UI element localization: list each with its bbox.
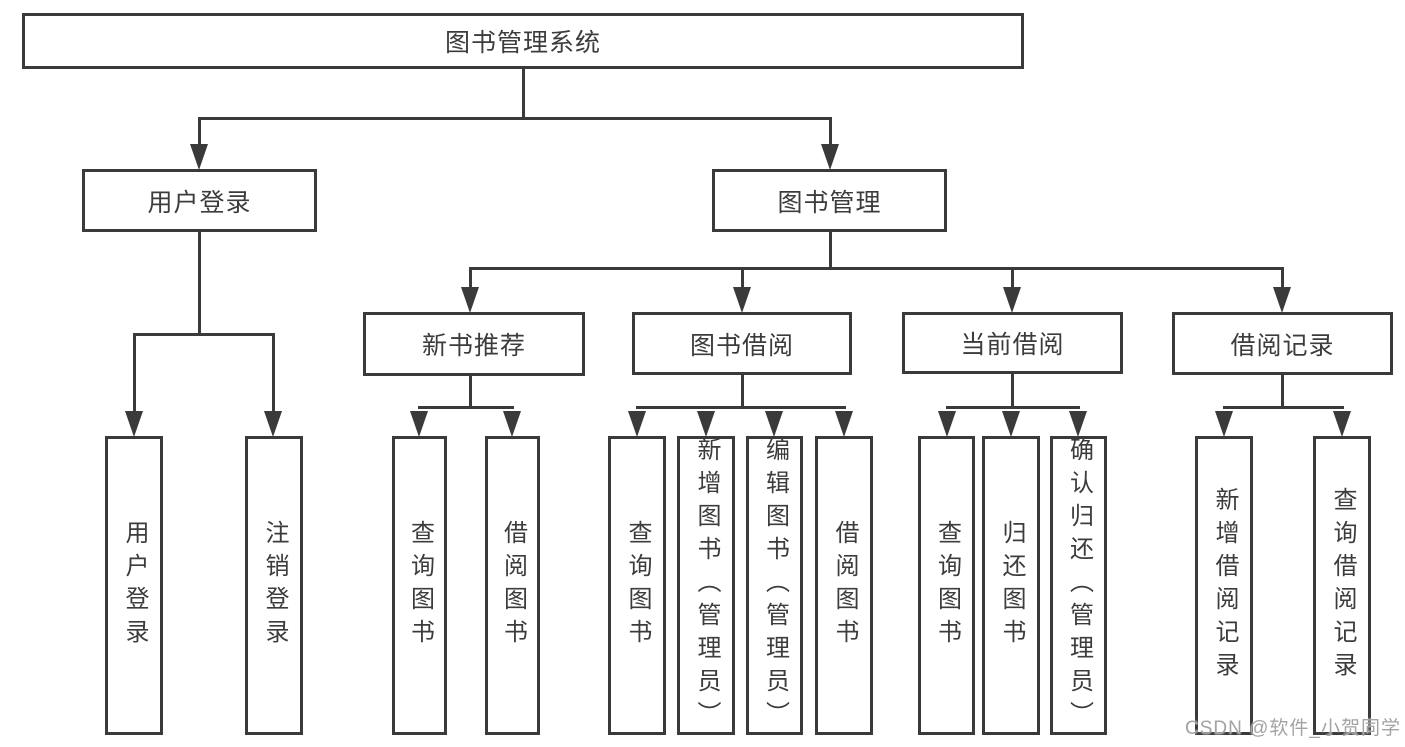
connector-line bbox=[132, 332, 275, 336]
node-borrow-records-label: 借阅记录 bbox=[1230, 331, 1335, 360]
arrowhead-down bbox=[1333, 411, 1351, 437]
connector-line bbox=[1010, 268, 1014, 288]
arrowhead-down bbox=[410, 411, 428, 437]
leaf-cb-confirm-return: 确认归还（管理员） bbox=[1050, 436, 1107, 735]
arrowhead-down bbox=[938, 411, 956, 437]
connector-line bbox=[1010, 374, 1014, 409]
leaf-user-login-label: 用户登录 bbox=[121, 519, 148, 652]
arrowhead-down bbox=[1002, 411, 1020, 437]
arrowhead-down bbox=[765, 411, 783, 437]
node-current-borrow: 当前借阅 bbox=[902, 312, 1123, 374]
leaf-cb-return-books-label: 归还图书 bbox=[998, 519, 1025, 652]
csdn-watermark: CSDN @软件_小贺同学 bbox=[1185, 718, 1401, 739]
arrowhead-down bbox=[733, 287, 751, 313]
connector-line bbox=[521, 69, 525, 118]
node-new-book-recommend-label: 新书推荐 bbox=[421, 332, 526, 360]
connector-line bbox=[828, 232, 832, 270]
node-borrow-records: 借阅记录 bbox=[1172, 312, 1393, 375]
leaf-cb-return-books: 归还图书 bbox=[982, 436, 1040, 735]
arrowhead-down bbox=[1069, 411, 1087, 437]
leaf-bb-edit-books-label: 编辑图书（管理员） bbox=[761, 437, 789, 734]
leaf-bb-add-books-label: 新增图书（管理员） bbox=[693, 437, 720, 734]
leaf-bb-edit-books: 编辑图书（管理员） bbox=[746, 436, 803, 735]
leaf-user-login: 用户登录 bbox=[105, 436, 163, 735]
leaf-logout: 注销登录 bbox=[245, 436, 303, 735]
connector-line bbox=[197, 116, 832, 120]
connector-line bbox=[740, 268, 744, 288]
leaf-nbr-borrow-books: 借阅图书 bbox=[485, 436, 540, 735]
node-book-borrow-label: 图书借阅 bbox=[689, 331, 794, 360]
arrowhead-down bbox=[125, 411, 143, 437]
leaf-nbr-borrow-books-label: 借阅图书 bbox=[499, 519, 527, 652]
node-book-management: 图书管理 bbox=[712, 169, 947, 232]
leaf-bb-add-books: 新增图书（管理员） bbox=[677, 436, 735, 735]
arrowhead-down bbox=[461, 287, 479, 313]
connector-line bbox=[132, 334, 136, 412]
connector-line bbox=[635, 405, 846, 409]
arrowhead-down bbox=[1215, 411, 1233, 437]
arrowhead-down bbox=[503, 411, 521, 437]
connector-line bbox=[197, 232, 201, 335]
leaf-cb-query-books-label: 查询图书 bbox=[933, 519, 961, 652]
leaf-nbr-query-books-label: 查询图书 bbox=[406, 519, 434, 652]
connector-line bbox=[271, 334, 275, 412]
arrowhead-down bbox=[190, 144, 208, 170]
leaf-bb-borrow-books-label: 借阅图书 bbox=[831, 519, 858, 652]
node-book-borrow: 图书借阅 bbox=[632, 312, 852, 375]
arrowhead-down bbox=[628, 411, 646, 437]
leaf-br-query-record: 查询借阅记录 bbox=[1313, 436, 1371, 735]
leaf-cb-confirm-return-label: 确认归还（管理员） bbox=[1065, 437, 1093, 734]
node-root: 图书管理系统 bbox=[22, 13, 1024, 69]
leaf-br-add-record: 新增借阅记录 bbox=[1195, 436, 1253, 735]
connector-line bbox=[468, 266, 1284, 270]
node-book-management-label: 图书管理 bbox=[777, 188, 882, 217]
connector-line bbox=[1280, 375, 1284, 409]
connector-line bbox=[1280, 268, 1284, 288]
connector-line bbox=[828, 118, 832, 145]
arrowhead-down bbox=[1273, 287, 1291, 313]
leaf-bb-query-books-label: 查询图书 bbox=[624, 519, 651, 652]
arrowhead-down bbox=[697, 411, 715, 437]
arrowhead-down bbox=[1003, 287, 1021, 313]
leaf-bb-borrow-books: 借阅图书 bbox=[815, 436, 873, 735]
arrowhead-down bbox=[821, 144, 839, 170]
node-user-login: 用户登录 bbox=[82, 169, 317, 232]
leaf-br-query-record-label: 查询借阅记录 bbox=[1329, 486, 1356, 685]
connector-line bbox=[197, 118, 201, 145]
connector-line bbox=[945, 405, 1080, 409]
arrowhead-down bbox=[835, 411, 853, 437]
connector-line bbox=[468, 376, 472, 409]
connector-line bbox=[468, 268, 472, 288]
connector-line bbox=[417, 405, 514, 409]
leaf-nbr-query-books: 查询图书 bbox=[392, 436, 447, 735]
arrowhead-down bbox=[264, 411, 282, 437]
connector-line bbox=[1222, 405, 1344, 409]
node-root-label: 图书管理系统 bbox=[444, 29, 601, 57]
node-user-login-label: 用户登录 bbox=[147, 188, 252, 217]
leaf-bb-query-books: 查询图书 bbox=[608, 436, 666, 735]
leaf-logout-label: 注销登录 bbox=[261, 519, 288, 652]
leaf-br-add-record-label: 新增借阅记录 bbox=[1211, 486, 1238, 685]
node-current-borrow-label: 当前借阅 bbox=[960, 331, 1065, 359]
node-new-book-recommend: 新书推荐 bbox=[363, 312, 585, 376]
connector-line bbox=[740, 375, 744, 409]
leaf-cb-query-books: 查询图书 bbox=[918, 436, 975, 735]
